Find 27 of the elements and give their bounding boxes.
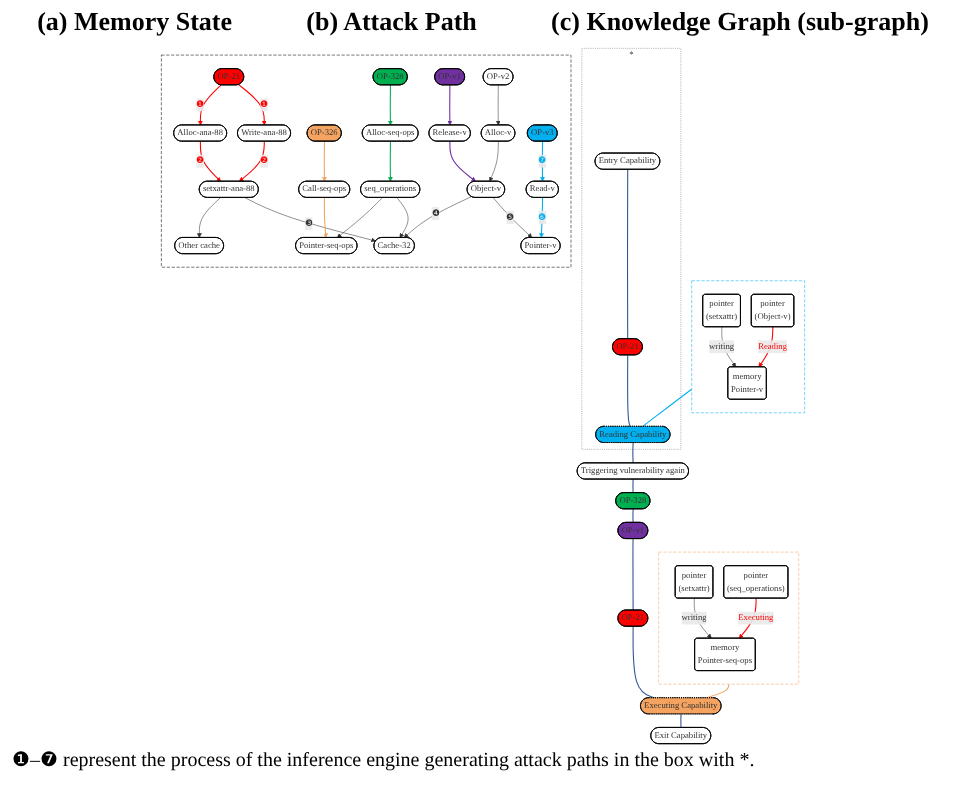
panel-title: (a) Memory State xyxy=(37,6,233,38)
cluster xyxy=(658,551,800,685)
connector xyxy=(642,388,693,427)
connector xyxy=(632,508,634,524)
connector xyxy=(627,169,629,340)
arrow xyxy=(238,84,267,126)
arrow xyxy=(388,84,393,126)
footnote: ❶–❼ represent the process of the inference engine generating attack paths in the box with *. xyxy=(12,748,757,772)
arrow xyxy=(198,84,222,126)
connector xyxy=(706,683,730,699)
connector xyxy=(632,442,634,464)
arrow xyxy=(447,84,453,126)
panel-title: (b) Attack Path xyxy=(306,6,477,38)
panel-title: (c) Knowledge Graph (sub-graph) xyxy=(551,6,929,38)
arrow xyxy=(738,597,757,639)
arrow xyxy=(758,326,774,368)
arrow xyxy=(322,140,327,182)
connector xyxy=(627,354,631,428)
connector xyxy=(632,626,656,699)
arrow xyxy=(323,197,328,238)
connector xyxy=(680,713,682,729)
connector xyxy=(632,478,634,494)
cluster xyxy=(691,280,805,414)
connector xyxy=(632,538,634,611)
arrow xyxy=(388,140,393,182)
cluster xyxy=(161,54,572,268)
arrow xyxy=(449,140,476,182)
